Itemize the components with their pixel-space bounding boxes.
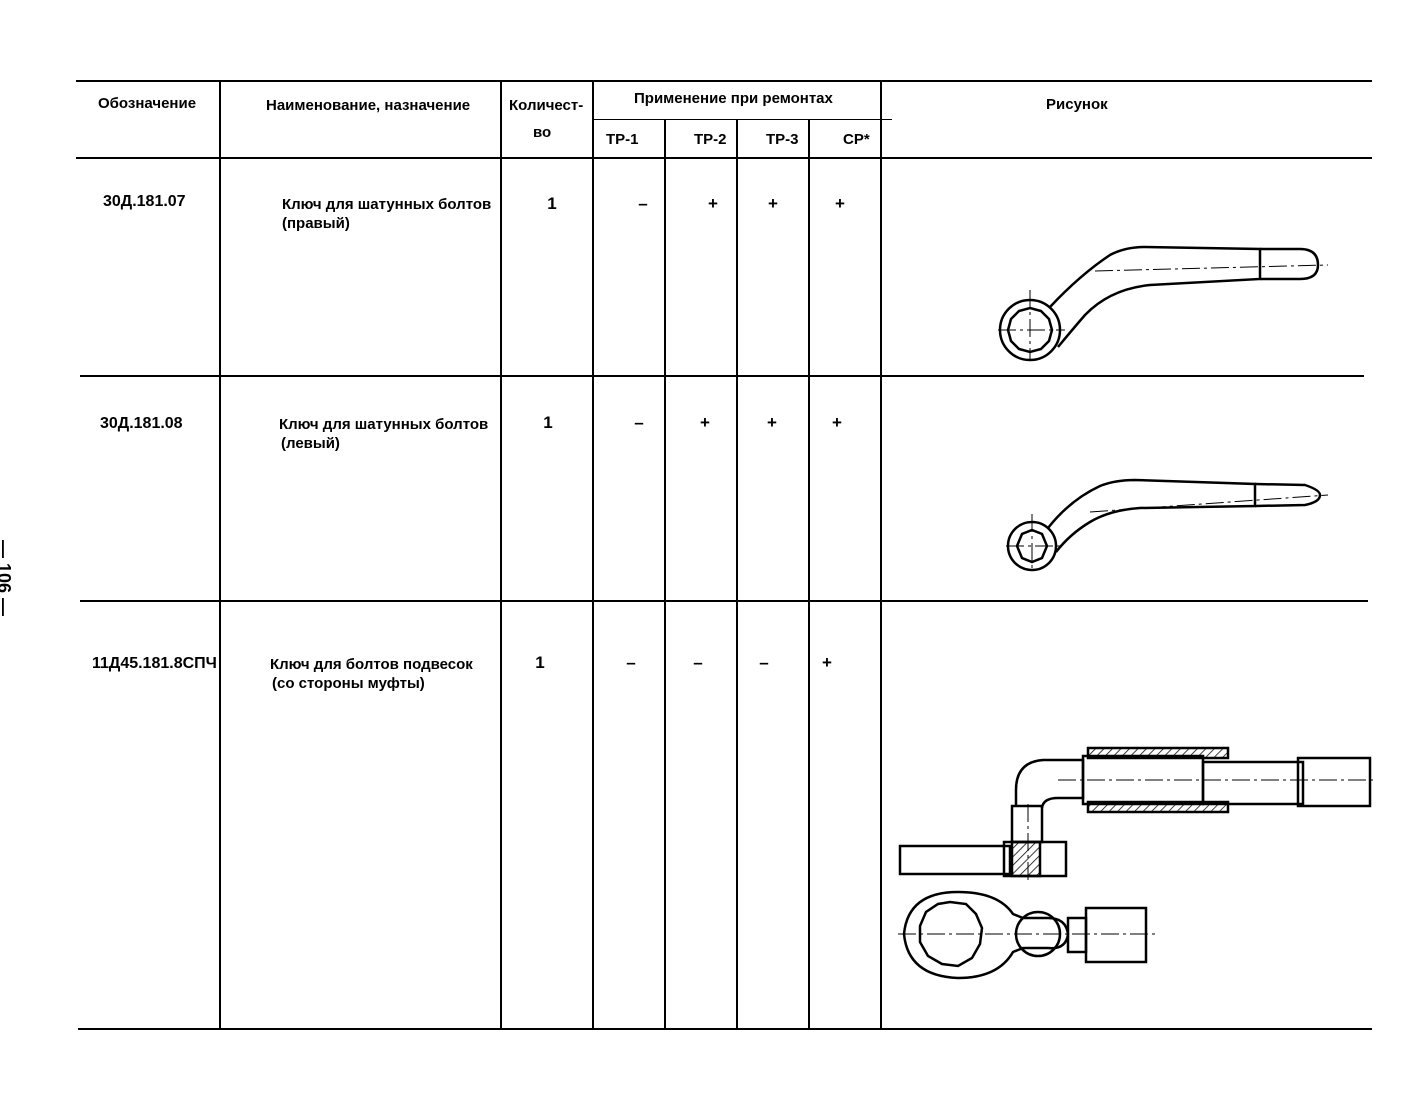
header-bottom-border [76,157,1372,159]
row3-designation: 11Д45.181.8СПЧ [92,655,217,672]
row1-sr: + [835,194,845,213]
row3-quantity: 1 [535,653,545,672]
header-tr1: ТР-1 [606,131,639,148]
page-number: — 106 — [0,540,14,616]
col-divider-name [500,80,502,1030]
row-divider-2 [80,600,1368,602]
row1-tr2: + [708,194,718,213]
col-divider-quantity [592,80,594,1030]
table-bottom-border [78,1028,1372,1030]
header-application: Применение при ремонтах [634,90,833,107]
row3-tr3: – [759,653,769,672]
col-divider-designation [219,80,221,1030]
header-designation: Обозначение [98,95,197,112]
col-divider-sr [880,80,882,1030]
row1-tr1: – [638,194,648,213]
header-sr: СР* [843,131,870,148]
row2-name-line1: Ключ для шатунных болтов [279,416,489,433]
hanger-bolt-wrench-icon [898,746,1374,980]
header-quantity-line1: Количест- [509,97,584,114]
row2-tr3: + [767,413,777,432]
row2-name-line2: (левый) [281,435,340,452]
row1-tr3: + [768,194,778,213]
row1-name-line2: (правый) [282,215,350,232]
row2-designation: 30Д.181.08 [100,415,183,432]
col-divider-tr1 [664,119,666,1030]
row1-designation: 30Д.181.07 [103,193,186,210]
header-name: Наименование, назначение [266,97,471,114]
header-tr2: ТР-2 [694,131,727,148]
row3-name-line1: Ключ для болтов подвесок [270,656,473,673]
offset-ring-wrench-left-icon [1006,478,1329,572]
header-quantity-line2: во [533,124,552,141]
row2-sr: + [832,413,842,432]
row3-tr1: – [626,653,636,672]
row3-sr: + [822,653,832,672]
row3-tr2: – [693,653,703,672]
row2-tr2: + [700,413,710,432]
row3-name-line2: (со стороны муфты) [272,675,425,692]
row1-quantity: 1 [547,194,557,213]
header-tr3: ТР-3 [766,131,799,148]
row2-quantity: 1 [543,413,553,432]
row1-name-line1: Ключ для шатунных болтов [282,196,492,213]
row-divider-1 [80,375,1364,377]
subheader-divider [592,119,892,120]
col-divider-tr2 [736,119,738,1030]
header-figure: Рисунок [1046,96,1108,113]
offset-ring-wrench-right-icon [998,245,1329,362]
row2-tr1: – [634,413,644,432]
col-divider-tr3 [808,119,810,1030]
table-top-border [76,80,1372,82]
